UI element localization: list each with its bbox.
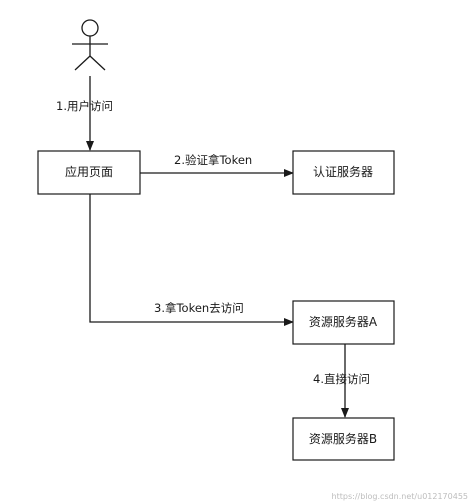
node-resource-b: 资源服务器B: [292, 417, 395, 461]
edge-app-to-auth: 2.验证拿Token: [140, 153, 294, 177]
edge-label-step3: 3.拿Token去访问: [154, 301, 244, 315]
edge-label-step4: 4.直接访问: [313, 372, 370, 386]
node-resource-b-label: 资源服务器B: [309, 431, 377, 446]
node-app-page-label: 应用页面: [65, 164, 113, 179]
node-auth-server: 认证服务器: [292, 150, 395, 195]
node-resource-a: 资源服务器A: [292, 300, 395, 345]
edge-label-step1: 1.用户访问: [56, 99, 113, 113]
node-resource-a-label: 资源服务器A: [309, 314, 378, 329]
node-auth-server-label: 认证服务器: [313, 164, 373, 179]
node-app-page: 应用页面: [37, 150, 141, 195]
edge-user-to-app: 1.用户访问: [56, 76, 113, 151]
edge-resource-a-to-b: 4.直接访问: [313, 344, 370, 418]
edge-label-step2: 2.验证拿Token: [174, 153, 252, 167]
edge-app-to-resource-a: 3.拿Token去访问: [89, 194, 294, 326]
watermark-text: https://blog.csdn.net/u012170455: [332, 492, 468, 501]
user-actor-icon: [72, 19, 108, 71]
